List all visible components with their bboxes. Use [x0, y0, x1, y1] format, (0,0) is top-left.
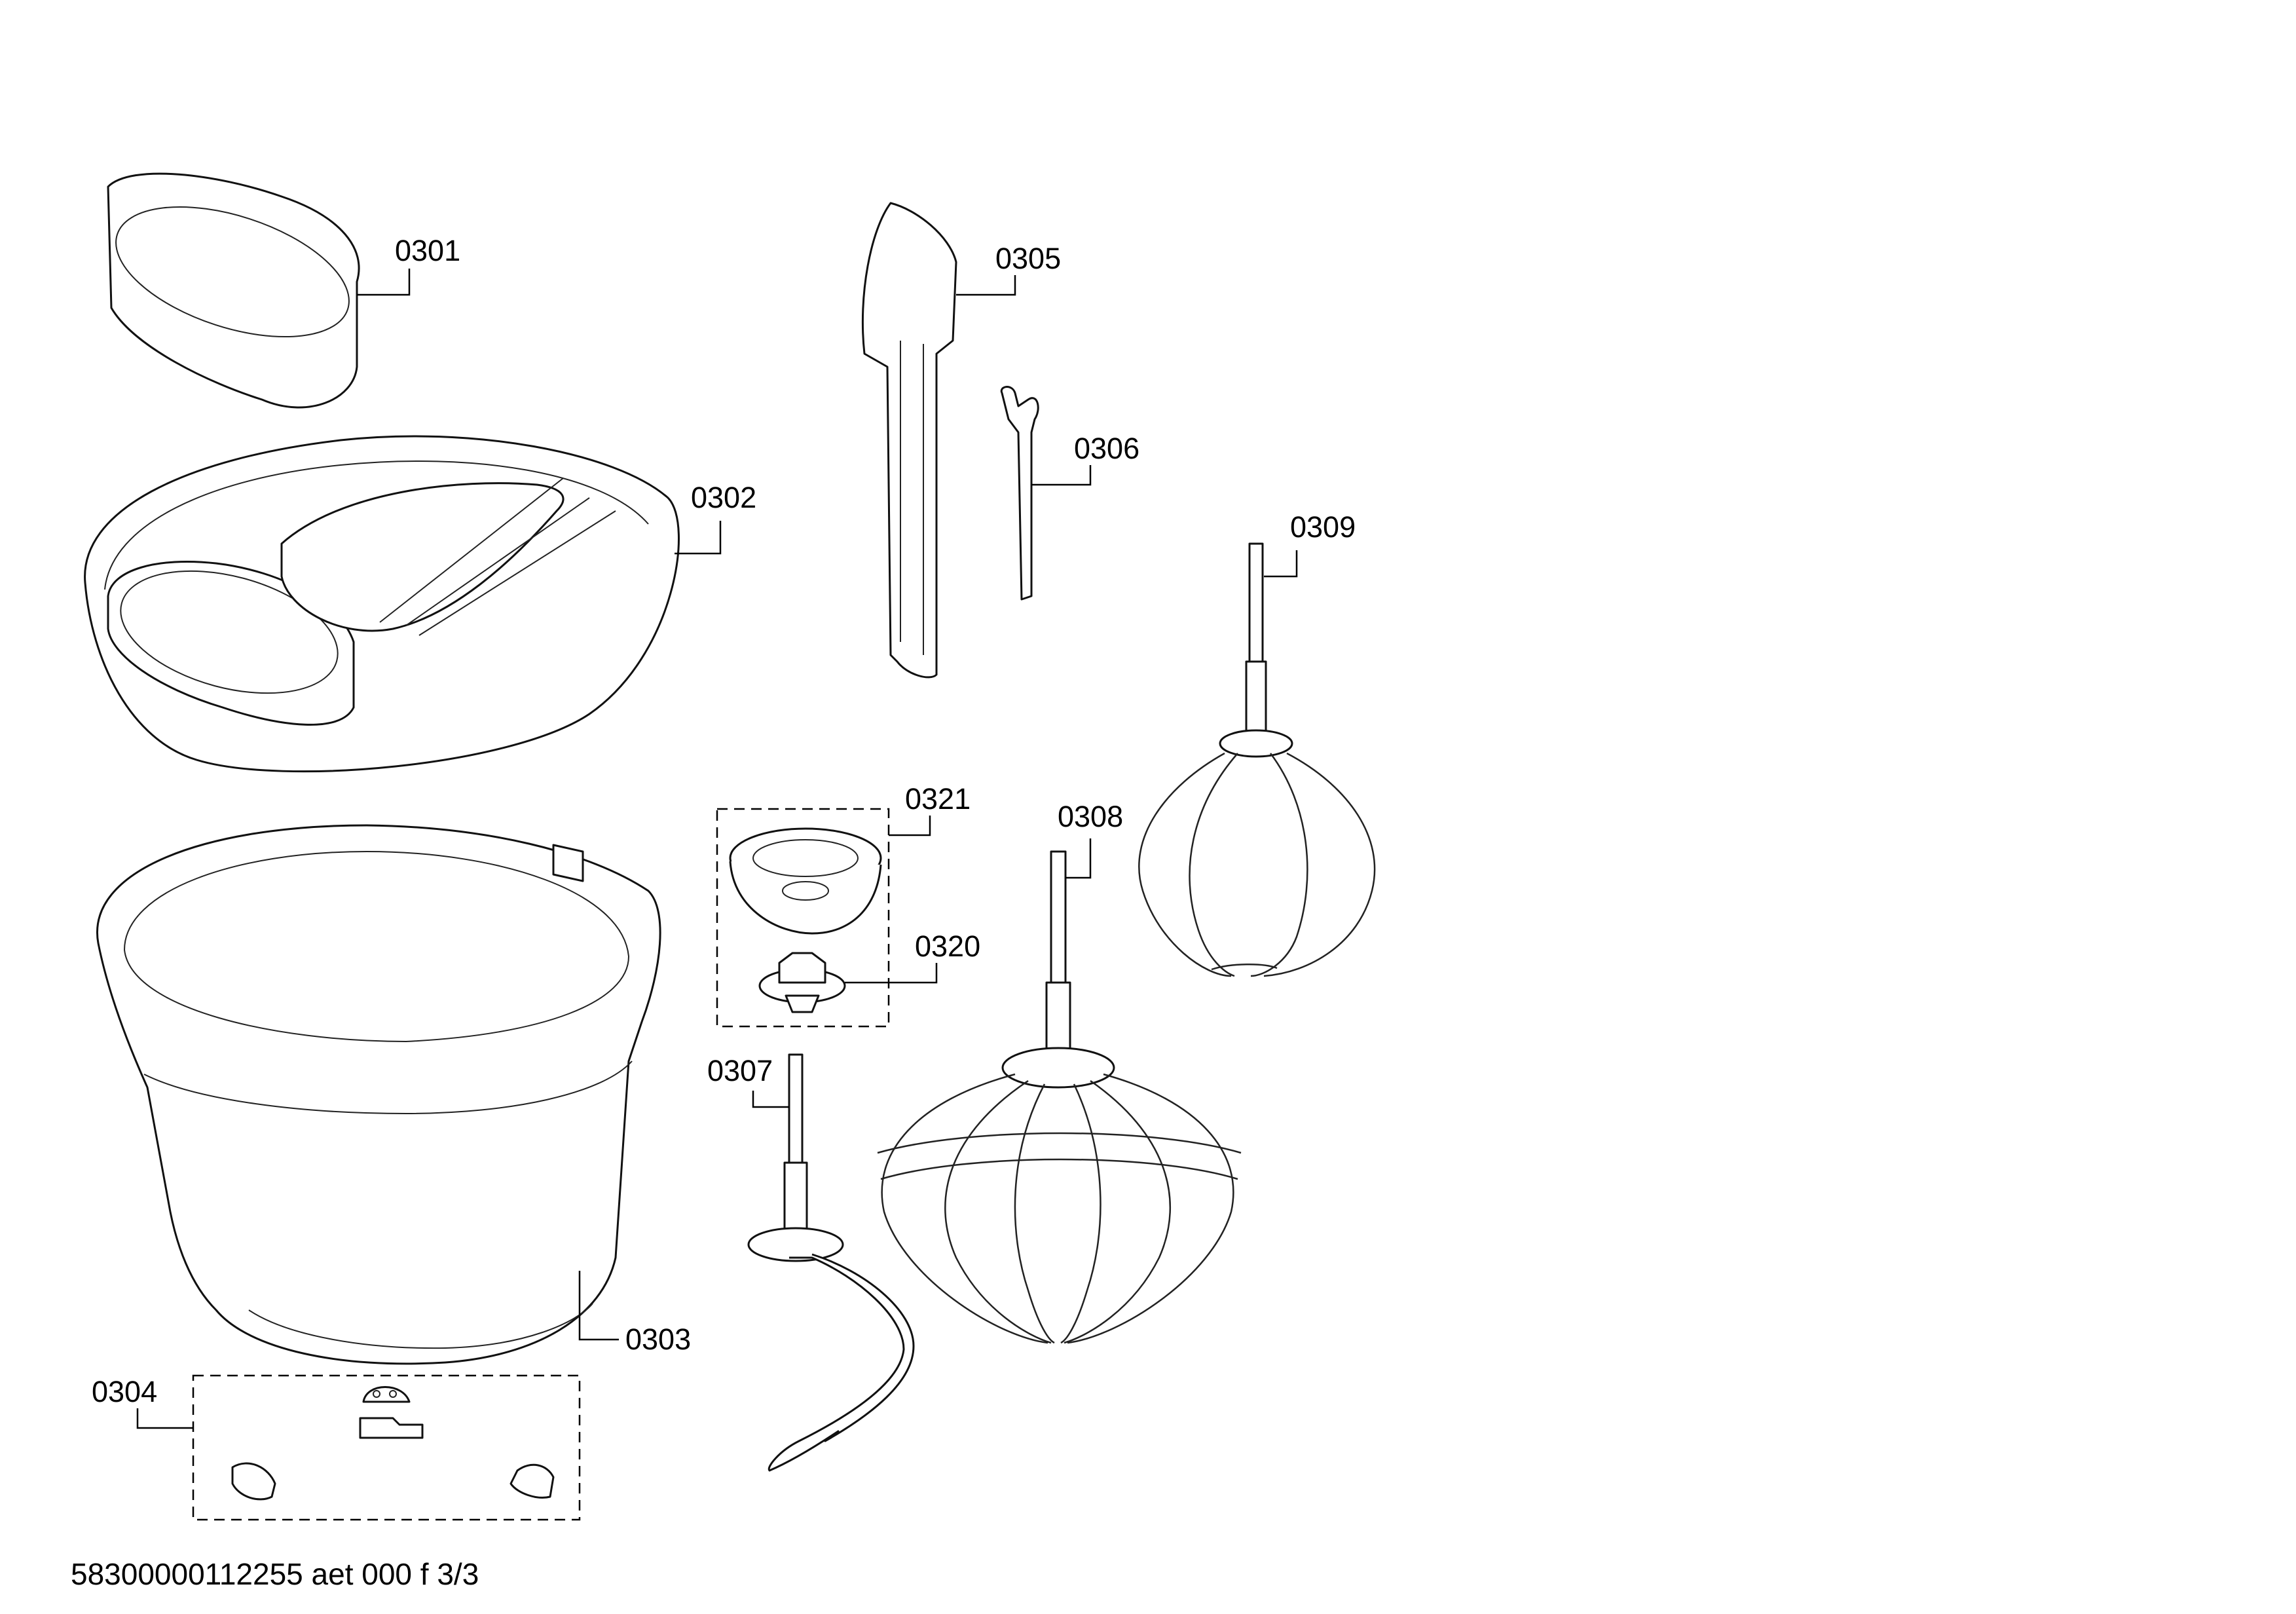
leader-0301	[357, 269, 411, 296]
label-0308: 0308	[1058, 800, 1123, 833]
part-0308-balloon-whisk	[877, 850, 1242, 1344]
label-0306: 0306	[1074, 432, 1139, 465]
leader-0302	[675, 521, 722, 555]
label-0305: 0305	[995, 242, 1061, 275]
part-0309-beater	[1138, 542, 1376, 977]
label-0303: 0303	[625, 1323, 691, 1356]
part-0307-dough-hook	[747, 1053, 915, 1472]
part-0320-drive-coupling	[758, 952, 846, 1013]
part-0302-bowl-lid	[84, 435, 680, 773]
part-0306-wrench	[1000, 386, 1039, 601]
part-0304-parts-kit	[192, 1374, 581, 1521]
leader-0320	[845, 963, 938, 984]
leader-0321	[889, 816, 931, 836]
part-0303-mixing-bowl	[96, 824, 661, 1365]
part-0305-spatula	[861, 202, 957, 679]
leader-0309	[1264, 550, 1298, 578]
part-0321-coupling-group	[716, 808, 890, 1028]
leader-0305	[956, 275, 1016, 296]
label-0302: 0302	[691, 481, 756, 514]
leader-0303	[578, 1271, 619, 1341]
label-0321: 0321	[905, 782, 971, 816]
leader-0306	[1031, 465, 1092, 486]
leader-0308	[1065, 838, 1092, 879]
label-0309: 0309	[1290, 510, 1356, 544]
label-0320: 0320	[915, 929, 980, 963]
document-id-footer: 58300000112255 aet 000 f 3/3	[71, 1557, 479, 1591]
label-0307: 0307	[707, 1054, 773, 1087]
leader-0307	[752, 1091, 789, 1108]
label-0301: 0301	[395, 234, 460, 267]
leader-0304	[136, 1408, 193, 1429]
label-0304: 0304	[92, 1375, 157, 1408]
part-0301-insert-ring	[107, 172, 360, 409]
